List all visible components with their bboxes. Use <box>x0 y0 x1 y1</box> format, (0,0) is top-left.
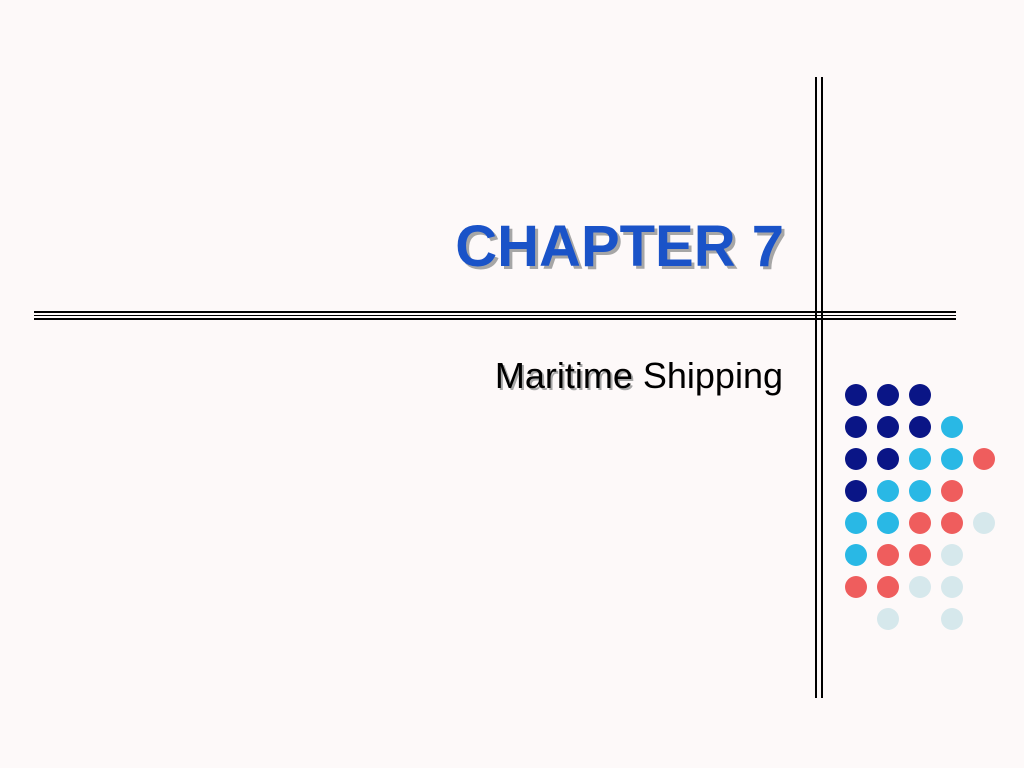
dot-cyan <box>845 544 867 566</box>
dot-coral <box>909 512 931 534</box>
dot-pale <box>877 608 899 630</box>
dot-navy <box>877 416 899 438</box>
dot-pale <box>941 608 963 630</box>
dot-navy <box>877 384 899 406</box>
dot-navy <box>909 384 931 406</box>
dot-pale <box>973 512 995 534</box>
dot-coral <box>909 544 931 566</box>
dot-cyan <box>909 448 931 470</box>
dot-navy <box>845 448 867 470</box>
dot-pale <box>941 576 963 598</box>
slide-subtitle: Maritime Shipping <box>495 354 783 398</box>
dot-pale <box>941 544 963 566</box>
dot-pale <box>909 576 931 598</box>
dot-coral <box>877 544 899 566</box>
subtitle-word-maritime: Maritime <box>494 355 633 396</box>
dot-navy <box>877 448 899 470</box>
dot-coral <box>973 448 995 470</box>
dot-cyan <box>941 416 963 438</box>
horizontal-divider <box>34 311 956 320</box>
dot-coral <box>941 512 963 534</box>
dot-cyan <box>877 480 899 502</box>
slide-title: CHAPTER 7 <box>455 214 784 279</box>
dot-coral <box>941 480 963 502</box>
dot-cyan <box>941 448 963 470</box>
dot-cyan <box>909 480 931 502</box>
dot-coral <box>877 576 899 598</box>
subtitle-word-shipping: Shipping <box>642 355 783 396</box>
dot-navy <box>845 416 867 438</box>
vertical-divider <box>815 77 823 698</box>
dot-navy <box>909 416 931 438</box>
dot-navy <box>845 384 867 406</box>
dot-cyan <box>877 512 899 534</box>
dot-cyan <box>845 512 867 534</box>
dot-coral <box>845 576 867 598</box>
dot-navy <box>845 480 867 502</box>
